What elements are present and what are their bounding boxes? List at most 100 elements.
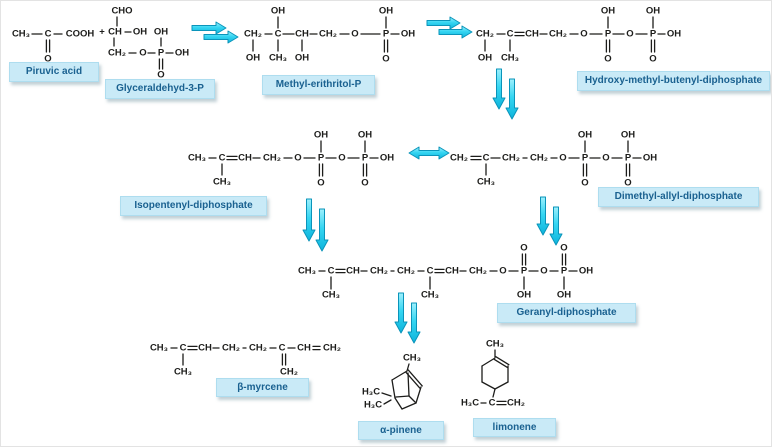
label-text: Isopentenyl-diphosphate [134,200,253,211]
label-text: limonene [492,421,537,433]
atom-label: CH [295,28,309,40]
atom-label: O [499,265,507,277]
atom-label: CH₃ [402,352,422,364]
atom-label: CH₂ [222,342,240,354]
atom-label: P [520,265,528,277]
label-hydroxy-methyl-butenyl-diphosphate: Hydroxy-methyl-butenyl-diphosphate [577,71,770,91]
atom-label: O [317,177,325,189]
atom-label: CH₂ [370,265,388,277]
atom-label: CH [525,28,539,40]
reaction-arrow-mep-to-hmbpp [426,16,473,39]
atom-label: CH₃ [173,366,193,378]
atom-label: O [338,152,346,164]
atom-label: C [218,152,226,164]
atom-label: CH₂ [280,366,298,378]
atom-label: OH [578,265,594,277]
atom-label: C [274,28,282,40]
equilibrium-arrow-ipp-dmapp [408,146,450,160]
atom-label: OH [666,28,682,40]
atom-label: COOH [65,28,95,40]
label-text: β-myrcene [237,381,288,393]
atom-label: O [604,53,612,65]
atom-label: C [327,265,335,277]
atom-label: P [604,28,612,40]
atom-label: CH₂ [323,342,341,354]
atom-label: P [560,265,568,277]
label-text: Hydroxy-methyl-butenyl-diphosphate [584,75,763,86]
label-beta-myrcene: β-myrcene [216,378,309,397]
atom-label: CH₃ [500,52,520,64]
atom-label: OH [153,26,169,38]
atom-label: OH [313,129,329,141]
atom-label: CH₃ [11,28,31,40]
atom-label: CH₃ [297,265,317,277]
atom-label: H₃C [363,399,383,411]
atom-label: OH [577,129,593,141]
label-text: α-pinene [380,424,422,436]
atom-label: O [44,53,52,65]
atom-label: C [506,28,514,40]
atom-label: CH₂ [502,152,520,164]
atom-label: O [382,53,390,65]
atom-label: OH [556,289,572,301]
atom-label: O [157,69,165,81]
atom-label: CH₂ [249,342,267,354]
atom-label: OH [400,28,416,40]
atom-label: CH [238,152,252,164]
atom-label: C [44,28,52,40]
atom-label: CH₃ [420,289,440,301]
atom-label: OH [270,5,286,17]
reaction-arrow-hmbpp-down [492,68,519,120]
label-piruvic-acid: Piruvic acid [9,62,99,82]
atom-label: CH [297,342,311,354]
atom-label: CH₃ [485,338,505,350]
atom-label: CH₃ [149,342,169,354]
reaction-arrows [191,16,563,344]
atom-label: O [624,177,632,189]
atom-label: OH [379,152,395,164]
reaction-arrow-gpp-down [394,292,421,344]
atom-label: OH [620,129,636,141]
atom-label: CH₃ [187,152,207,164]
atom-label: CH₃ [268,52,288,64]
atom-label: OH [645,5,661,17]
atom-label: CH₂ [108,47,126,59]
atom-label: P [361,152,369,164]
atom-label: CH [108,26,122,38]
label-alpha-pinene: α-pinene [358,421,444,440]
label-geranyl-diphosphate: Geranyl-diphosphate [497,303,636,323]
atom-label: C [426,265,434,277]
label-glyceraldehyd-3-p: Glyceraldehyd-3-P [105,79,215,99]
atom-label: CH₂ [450,152,468,164]
atom-label: OH [600,5,616,17]
label-text: Dimethyl-allyl-diphosphate [614,191,743,202]
atom-label: CH₂ [549,28,567,40]
atom-label: H₃C [460,397,480,409]
atom-label: CH₂ [263,152,281,164]
atom-label: OH [516,289,532,301]
label-isopentenyl-diphosphate: Isopentenyl-diphosphate [120,196,267,216]
atom-label: O [559,152,567,164]
atom-label: OH [642,152,658,164]
atom-label: CH [198,342,212,354]
atom-label: CH₂ [530,152,548,164]
atom-label: + [99,26,105,38]
atom-label: CH₂ [469,265,487,277]
atom-label: O [649,53,657,65]
atom-label: C [488,397,496,409]
atom-label: O [560,242,568,254]
atom-label: P [624,152,632,164]
atom-label: CH₃ [212,176,232,188]
atom-label: O [294,152,302,164]
atom-label: CH₂ [476,28,494,40]
atom-label: O [351,28,359,40]
atom-label: O [540,265,548,277]
atom-label: O [602,152,610,164]
atom-label: C [278,342,286,354]
atom-label: OH [174,47,190,59]
atom-label: P [581,152,589,164]
atom-label: P [317,152,325,164]
atom-label: H₃C [361,386,381,398]
